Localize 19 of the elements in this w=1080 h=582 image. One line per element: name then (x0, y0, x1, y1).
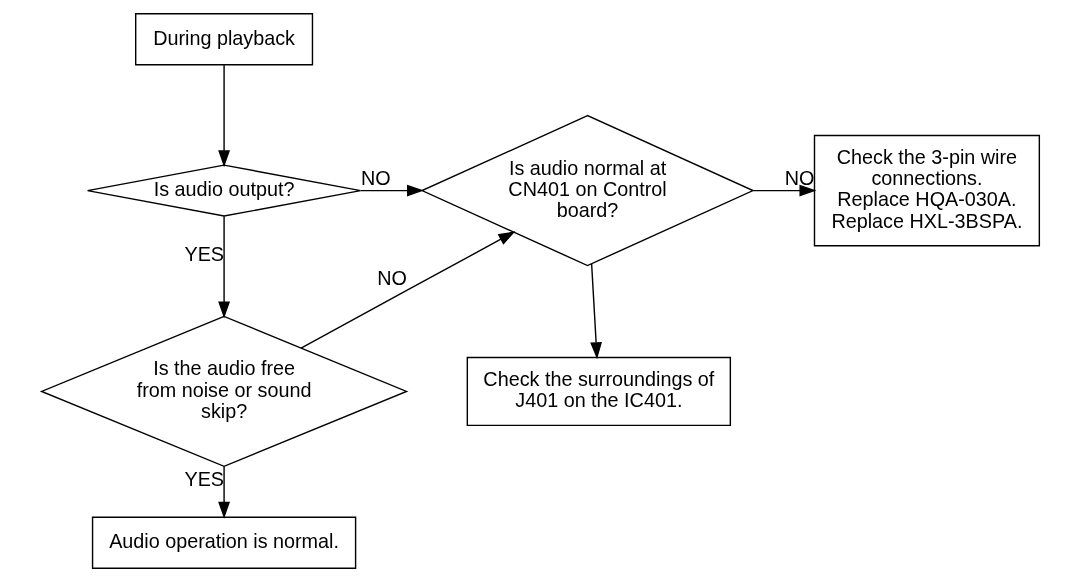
arrow (299, 231, 515, 349)
edge-label: NO (376, 266, 407, 289)
arrow (217, 215, 230, 319)
edge-label: YES (183, 468, 224, 491)
node-box: Check the surroundings of J401 on the IC401. (466, 356, 731, 427)
edge-label: NO (784, 167, 814, 190)
arrow (589, 263, 602, 360)
node-box: During playback (134, 13, 313, 66)
node-box: Check the 3-pin wire connections. Replace HQA-030A. Replace HXL-3BSPA. (813, 134, 1040, 247)
node-diamond: Is audio output? (86, 164, 361, 217)
node-diamond: Is audio normal at CN401 on Control board? (419, 114, 755, 267)
edge-label: NO (360, 167, 391, 190)
node-diamond: Is the audio free from noise or sound skip? (39, 315, 408, 468)
arrow (217, 465, 230, 519)
arrow (752, 184, 816, 197)
edge-label: YES (183, 242, 224, 265)
arrow (217, 64, 230, 168)
node-box: Audio operation is normal. (91, 516, 356, 569)
arrow (359, 184, 424, 197)
